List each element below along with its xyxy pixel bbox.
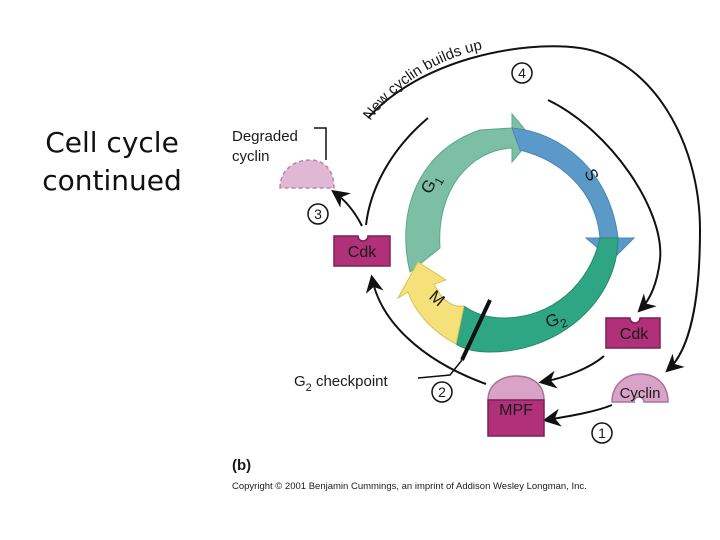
step-4-marker: 4 xyxy=(511,62,533,84)
degraded-label-line-1: Degraded xyxy=(232,128,298,145)
cdk-left-box: Cdk xyxy=(333,235,391,267)
degraded-cyclin-shape xyxy=(279,159,335,189)
title-line-1: Cell cycle xyxy=(45,126,179,159)
title-line-2: continued xyxy=(42,164,182,197)
phase-m-segment xyxy=(396,261,465,345)
svg-text:Cyclin: Cyclin xyxy=(620,385,661,402)
svg-text:3: 3 xyxy=(314,206,322,222)
mpf-to-cdk-arrow xyxy=(365,274,487,385)
degraded-label-line-2: cyclin xyxy=(232,148,270,165)
g2-checkpoint-label: G2 checkpoint xyxy=(294,373,389,394)
g2-checkpoint-bar xyxy=(460,299,492,361)
cdk-right-box: Cdk xyxy=(605,317,661,349)
cyclin-shape: Cyclin xyxy=(611,373,669,403)
svg-text:Cdk: Cdk xyxy=(620,326,649,343)
svg-text:Cdk: Cdk xyxy=(348,244,377,261)
svg-text:4: 4 xyxy=(518,65,526,81)
phase-s-segment xyxy=(511,127,636,261)
cyclin-to-mpf-arrow xyxy=(542,404,613,427)
step-2-marker: 2 xyxy=(431,381,453,403)
svg-text:2: 2 xyxy=(438,384,446,400)
checkpoint-leader xyxy=(417,359,463,379)
phase-g2-segment xyxy=(455,237,619,353)
svg-text:1: 1 xyxy=(598,425,606,441)
slide-title: Cell cycle continued xyxy=(22,124,202,200)
new-cyclin-label: New cyclin builds up xyxy=(360,37,484,124)
copyright-text: Copyright © 2001 Benjamin Cummings, an i… xyxy=(232,481,587,492)
mpf-complex: MPF xyxy=(487,375,545,437)
step-3-marker: 3 xyxy=(307,203,329,225)
degrade-arrow xyxy=(331,189,363,227)
svg-text:MPF: MPF xyxy=(499,402,533,419)
phase-g2-label: G2 xyxy=(543,307,570,336)
phase-g1-segment xyxy=(405,112,533,273)
cdk-to-mpf-arrow xyxy=(538,355,605,389)
step-1-marker: 1 xyxy=(591,422,613,444)
panel-label: (b) xyxy=(232,457,251,474)
inner-right-arrow xyxy=(547,99,662,313)
outer-cycle-arrow xyxy=(367,45,702,373)
left-top-arrow xyxy=(365,117,429,226)
degraded-leader xyxy=(314,127,327,160)
